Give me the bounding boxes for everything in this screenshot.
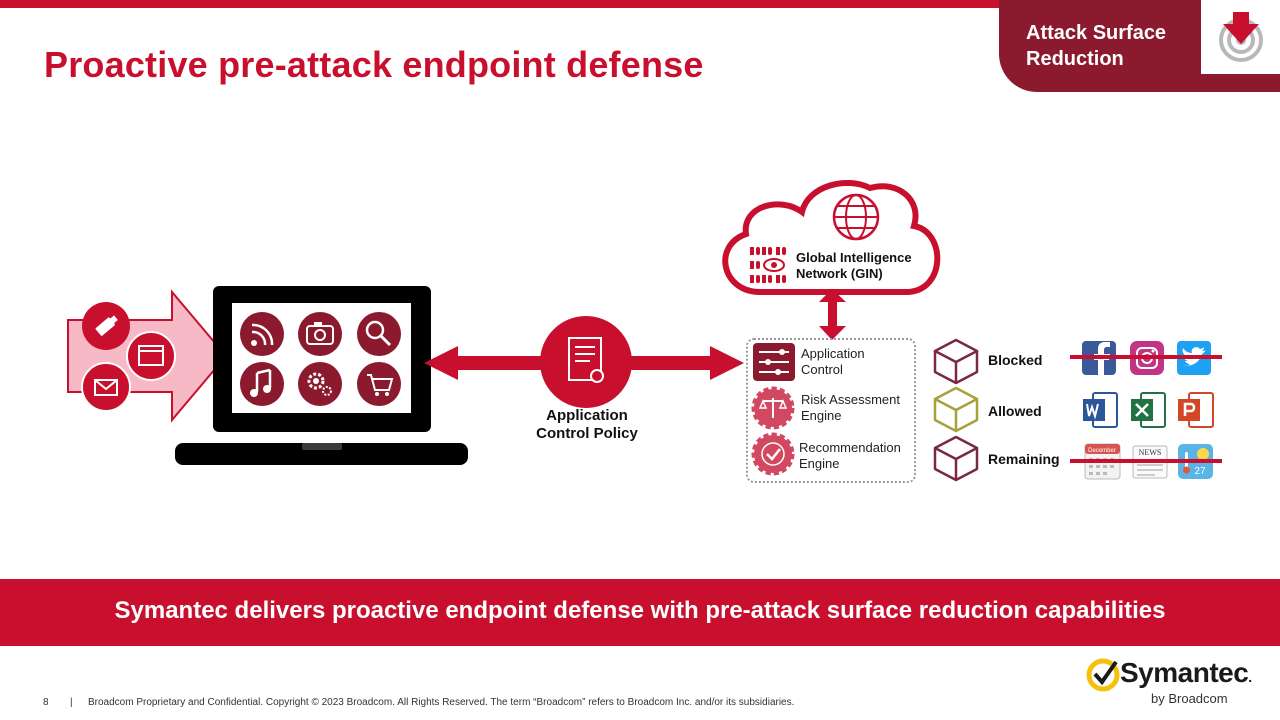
- page-number: 8: [43, 697, 49, 708]
- engine-label-app-control: Application Control: [801, 346, 865, 377]
- policy-certificate-icon: [540, 316, 632, 408]
- blocked-strike-line: [1070, 355, 1222, 359]
- summary-banner-text: Symantec delivers proactive endpoint def…: [114, 597, 1166, 624]
- allowed-box-icon: [933, 386, 979, 433]
- music-note-icon: [240, 362, 284, 406]
- gin-label: Global Intelligence Network (GIN): [796, 250, 912, 281]
- status-label-blocked: Blocked: [988, 352, 1043, 368]
- email-envelope-icon: [81, 362, 131, 412]
- word-icon: [1083, 392, 1118, 428]
- camera-icon: [298, 312, 342, 356]
- magnifier-icon: [357, 312, 401, 356]
- gin-double-arrow: [819, 289, 846, 340]
- globe-icon: [832, 193, 880, 241]
- target-download-icon: [1219, 12, 1263, 62]
- engines-panel: [746, 338, 916, 483]
- section-tag-label: Attack Surface Reduction: [1026, 22, 1167, 70]
- status-label-remaining: Remaining: [988, 451, 1060, 467]
- binary-eye-icon: [750, 247, 786, 283]
- section-tag-icon-box: [1201, 0, 1280, 74]
- rss-feed-icon: [240, 312, 284, 356]
- remaining-box-icon: [933, 435, 979, 482]
- policy-label: Application Control Policy: [536, 407, 638, 442]
- blocked-box-icon: [933, 338, 979, 385]
- shopping-cart-icon: [357, 362, 401, 406]
- status-label-allowed: Allowed: [988, 403, 1042, 419]
- calendar-month-label: December: [1088, 448, 1116, 454]
- usb-drive-icon: [82, 302, 130, 350]
- app-control-sliders-icon: [753, 343, 795, 381]
- footer-legal-text: Broadcom Proprietary and Confidential. C…: [88, 697, 795, 708]
- gears-icon: [298, 362, 342, 406]
- excel-icon: [1131, 392, 1166, 428]
- page-title: Proactive pre-attack endpoint defense: [44, 44, 704, 85]
- risk-scale-gear-icon: [751, 386, 795, 430]
- weather-temp-label: 27: [1194, 466, 1206, 477]
- summary-banner: [0, 579, 1280, 646]
- browser-window-icon: [126, 331, 176, 381]
- symantec-logo-text: Symantec.: [1120, 657, 1252, 688]
- symantec-check-logo-icon: [1086, 656, 1120, 694]
- remaining-strike-line: [1070, 459, 1222, 463]
- engine-label-risk-assessment: Risk Assessment Engine: [801, 392, 900, 423]
- news-icon-label: NEWS: [1139, 448, 1162, 457]
- gin-cloud: [722, 179, 941, 295]
- diagram: December NEWS 27: [67, 179, 1222, 482]
- powerpoint-icon: [1178, 392, 1214, 428]
- recommendation-check-gear-icon: [751, 432, 795, 476]
- footer-separator: |: [70, 697, 73, 708]
- top-accent-bar: [0, 0, 1000, 8]
- broadcom-byline: by Broadcom: [1151, 691, 1228, 706]
- engine-label-recommendation: Recommendation Engine: [799, 440, 901, 471]
